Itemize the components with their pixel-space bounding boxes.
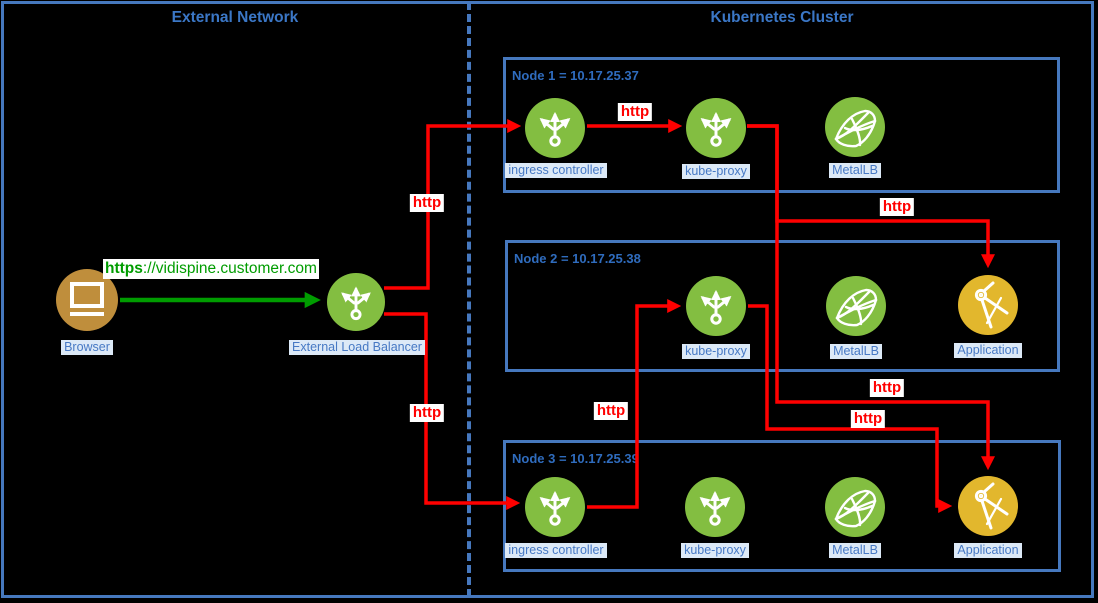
node3-metallb-node — [825, 477, 885, 537]
compass-icon — [974, 482, 1009, 530]
node2-application-label: Application — [908, 343, 1068, 358]
node3-kube-proxy-node — [685, 477, 745, 537]
edge-label-http-to-node2-app: http — [879, 198, 915, 216]
node2-kube-proxy-node — [686, 276, 746, 336]
node3-metallb-label: MetalLB — [775, 543, 935, 558]
node3-ingress-controller-label: ingress controller — [476, 543, 636, 558]
edge-label-http-elb-node1: http — [409, 194, 445, 212]
node2-box: Node 2 = 10.17.25.38 — [505, 240, 1060, 372]
node3-title: Node 3 = 10.17.25.39 — [512, 451, 639, 466]
edge-label-http-node1-internal: http — [617, 103, 653, 121]
browser-label: Browser — [7, 340, 167, 355]
network-boundary-divider — [467, 2, 471, 597]
load-balancer-icon — [699, 490, 731, 526]
external-load-balancer-node — [327, 273, 385, 331]
node2-metallb-node — [826, 276, 886, 336]
node2-application-node — [958, 275, 1018, 335]
metallb-net-icon — [834, 489, 877, 528]
edge-label-http-node3ing-to-node2kp: http — [593, 402, 629, 420]
node1-kube-proxy-node — [686, 98, 746, 158]
compass-icon — [974, 281, 1009, 329]
node2-title: Node 2 = 10.17.25.38 — [514, 251, 641, 266]
edge-node1-kube-proxy-to-node3-application — [747, 124, 995, 471]
node1-title: Node 1 = 10.17.25.37 — [512, 68, 639, 83]
node3-application-label: Application — [908, 543, 1068, 558]
edge-node3-ingress-to-node2-kube-proxy — [587, 299, 682, 509]
node2-metallb-label: MetalLB — [776, 344, 936, 359]
node3-ingress-controller-node — [525, 477, 585, 537]
metallb-net-icon — [834, 109, 877, 148]
edge-label-http-node2kp-to-node3-app: http — [850, 410, 886, 428]
external-load-balancer-label: External Load Balancer — [277, 340, 437, 355]
node1-metallb-label: MetalLB — [775, 163, 935, 178]
external-network-title: External Network — [171, 9, 299, 26]
browser-node — [56, 269, 118, 331]
node3-box: Node 3 = 10.17.25.39 — [503, 440, 1061, 572]
edge-node2-kube-proxy-to-node3-application — [748, 304, 953, 513]
metallb-net-icon — [835, 288, 878, 327]
node2-kube-proxy-label: kube-proxy — [636, 344, 796, 359]
node1-ingress-controller-label: ingress controller — [476, 163, 636, 178]
load-balancer-icon — [341, 286, 371, 321]
load-balancer-icon — [539, 490, 571, 526]
node1-metallb-node — [825, 97, 885, 157]
edge-label-http-node1kp-to-node3-app: http — [869, 379, 905, 397]
load-balancer-icon — [700, 111, 732, 147]
load-balancer-icon — [539, 111, 571, 147]
node3-kube-proxy-label: kube-proxy — [635, 543, 795, 558]
node3-application-node — [958, 476, 1018, 536]
node1-ingress-controller-node — [525, 98, 585, 158]
monitor-icon — [70, 282, 104, 316]
edge-label-http-elb-node3: http — [409, 404, 445, 422]
edge-label-url: https://vidispine.customer.com — [103, 259, 319, 279]
kubernetes-cluster-title: Kubernetes Cluster — [710, 9, 854, 26]
node1-kube-proxy-label: kube-proxy — [636, 164, 796, 179]
edge-elb-to-node1-ingress — [384, 119, 522, 290]
load-balancer-icon — [700, 289, 732, 325]
